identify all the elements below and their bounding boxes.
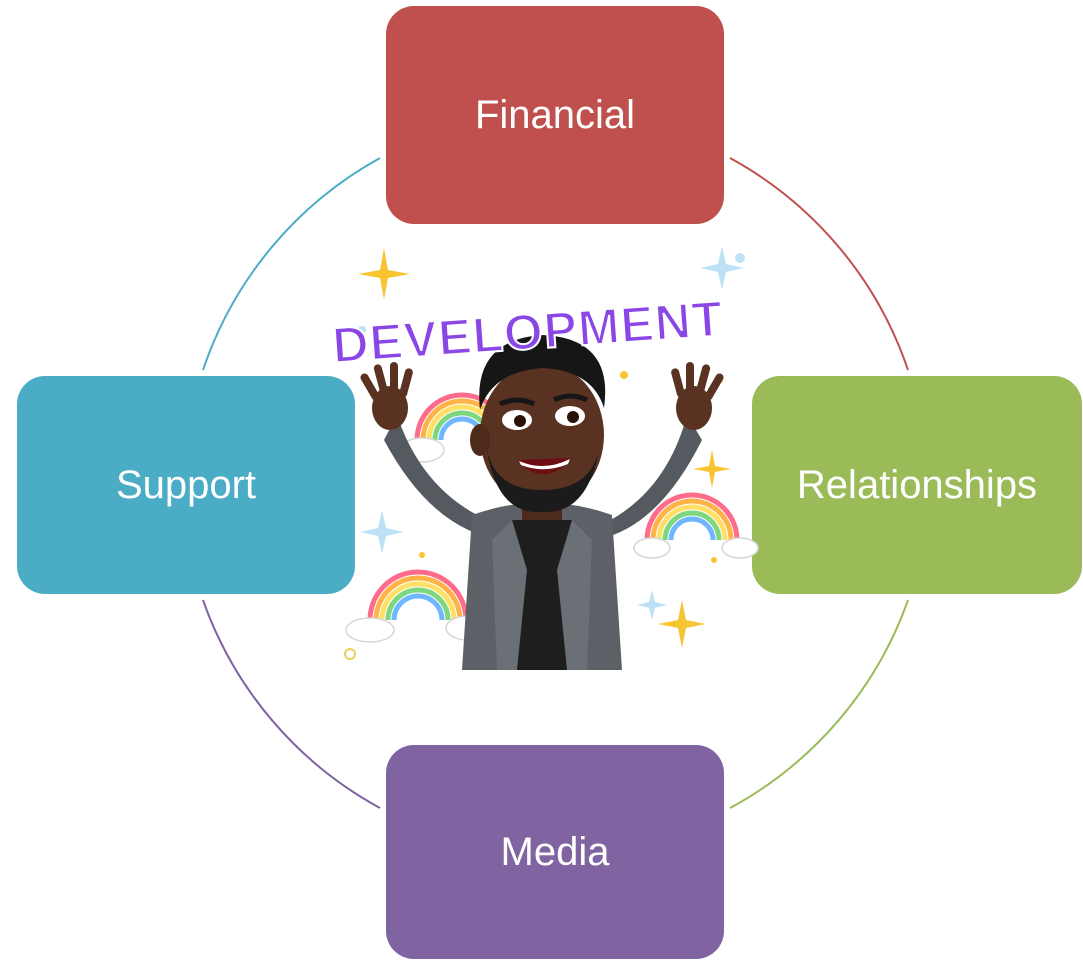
node-relationships-label: Relationships (796, 462, 1038, 507)
connector-relationships-media (729, 599, 909, 809)
character-figure (360, 335, 724, 670)
node-financial-label: Financial (474, 92, 636, 137)
avatar-illustration: DEVELOPMENT (330, 246, 759, 670)
connector-support-financial (202, 157, 381, 371)
sparkle-blue-icons (358, 246, 745, 620)
node-media-label: Media (500, 829, 610, 874)
node-media: Media (386, 745, 724, 959)
node-financial: Financial (386, 6, 724, 224)
rainbow-icon-left-bottom (367, 569, 469, 621)
node-support: Support (17, 376, 355, 594)
connector-media-support (202, 599, 381, 809)
connector-financial-relationships (729, 157, 909, 371)
node-relationships: Relationships (752, 376, 1082, 594)
node-support-label: Support (115, 462, 257, 507)
rainbow-icon-right (644, 492, 740, 541)
